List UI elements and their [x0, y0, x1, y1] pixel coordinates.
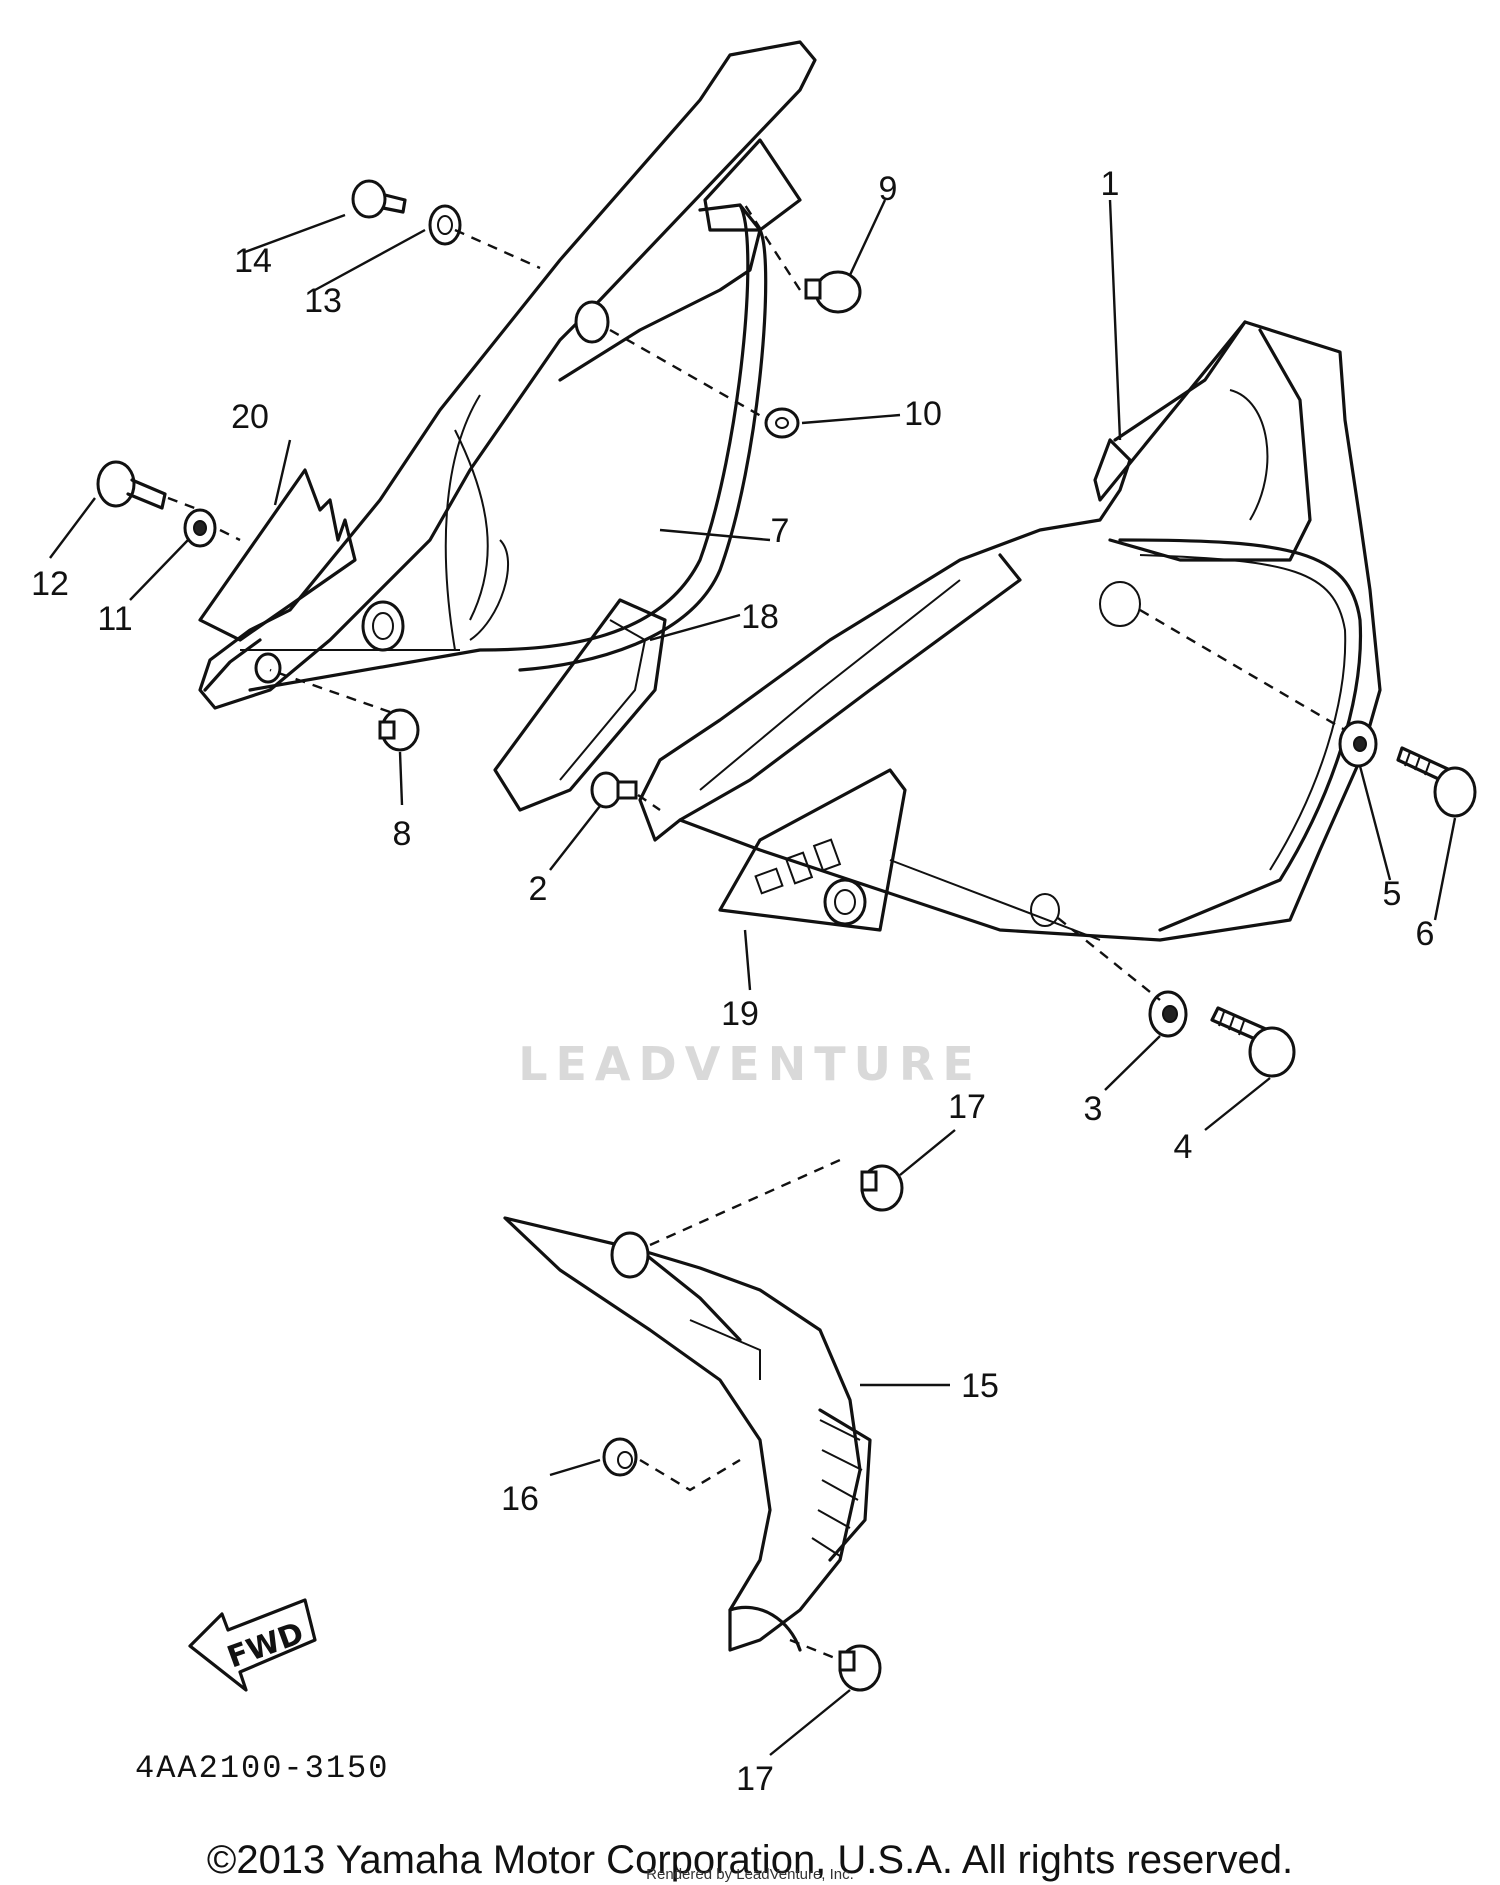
label-part-20	[198, 468, 357, 642]
callout-11: 11	[97, 600, 132, 638]
grommet-13	[428, 204, 462, 246]
plug-9	[804, 270, 862, 314]
grommet-2	[590, 771, 638, 809]
callout-7: 7	[771, 512, 790, 550]
bolt-6	[1396, 746, 1477, 818]
callout-2: 2	[529, 870, 548, 908]
copyright-notice: ©2013 Yamaha Motor Corporation, U.S.A. A…	[206, 1838, 1294, 1882]
nut-16	[602, 1437, 638, 1477]
bolt-14	[351, 179, 407, 219]
bolt-4	[1210, 1006, 1296, 1078]
grommet-8	[378, 708, 420, 752]
nut-11	[183, 508, 217, 548]
bolt-17-upper	[860, 1164, 904, 1212]
callout-16: 16	[501, 1480, 539, 1518]
callout-18: 18	[741, 598, 779, 636]
callout-14: 14	[234, 242, 272, 280]
washer-10	[764, 407, 800, 439]
left-side-cover	[198, 40, 817, 710]
part-code: 4AA2100-3150	[135, 1750, 389, 1787]
callout-15: 15	[961, 1367, 999, 1405]
leader-lines	[49, 199, 1457, 1756]
callout-5: 5	[1383, 875, 1402, 913]
bolt-17-lower	[838, 1644, 882, 1692]
callout-4: 4	[1174, 1128, 1193, 1166]
callout-8: 8	[393, 815, 412, 853]
fwd-arrow-icon: FWD	[188, 1598, 317, 1692]
callout-6: 6	[1416, 915, 1435, 953]
bolt-12	[96, 460, 167, 510]
callout-13: 13	[304, 282, 342, 320]
callout-numbers: 1 2 3 4 5 6 7 8 9 10 11 12 13 14 15 16 1…	[31, 165, 1434, 1798]
callout-1: 1	[1101, 165, 1120, 203]
callout-19: 19	[721, 995, 759, 1033]
callout-17-upper: 17	[948, 1088, 986, 1126]
fwd-label: FWD	[223, 1616, 309, 1676]
watermark-text: LEADVENTURE	[518, 1037, 982, 1091]
rendered-by-notice: Rendered by LeadVenture, Inc.	[646, 1866, 854, 1883]
lower-cover	[503, 1216, 872, 1652]
washer-3	[1148, 990, 1188, 1038]
washer-5	[1338, 720, 1378, 768]
callout-12: 12	[31, 565, 69, 603]
callout-20: 20	[231, 398, 269, 436]
pad-part-18	[493, 598, 667, 812]
right-side-cover	[638, 320, 1382, 942]
callout-9: 9	[879, 170, 898, 208]
callout-10: 10	[904, 395, 942, 433]
callout-3: 3	[1084, 1090, 1103, 1128]
callout-17-lower: 17	[736, 1760, 774, 1798]
